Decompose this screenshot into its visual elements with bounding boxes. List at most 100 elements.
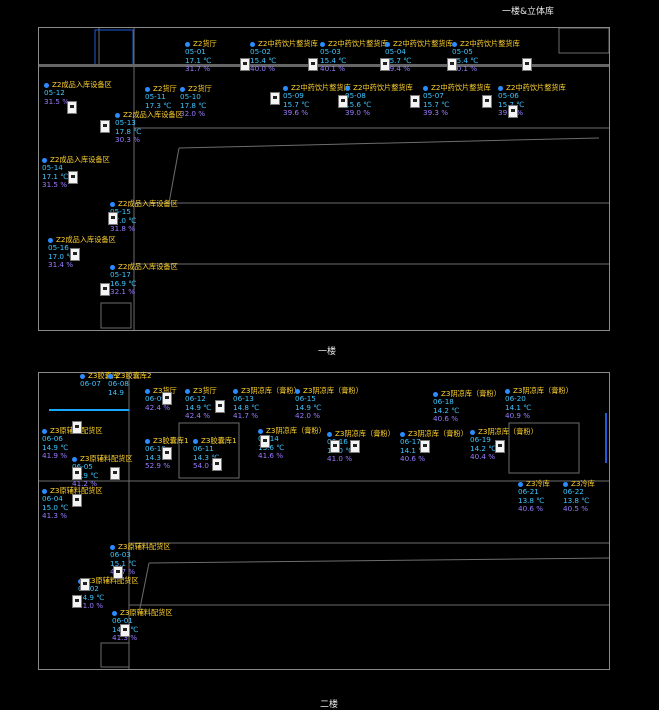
humidity-value: 40.4 % xyxy=(470,452,496,462)
humidity-value: 40.1 % xyxy=(452,64,478,74)
humidity-value: 40.6 % xyxy=(518,504,544,514)
sensor-device-icon[interactable] xyxy=(80,578,90,591)
sensor-code: 06-13 xyxy=(233,394,254,404)
sensor-device-icon[interactable] xyxy=(240,58,250,71)
sensor-device-icon[interactable] xyxy=(212,458,222,471)
temperature-value: 17.0 ℃ xyxy=(48,251,75,261)
temperature-value: 17.8 ℃ xyxy=(180,100,207,110)
humidity-value: 40.6 % xyxy=(433,414,459,424)
temperature-value: 15.7 ℃ xyxy=(385,55,412,65)
zone-name: Z2货厅 xyxy=(145,84,177,93)
sensor-device-icon[interactable] xyxy=(482,95,492,108)
sensor-device-icon[interactable] xyxy=(67,101,77,114)
sensor-code: 06-11 xyxy=(193,444,214,454)
zone-name: Z3冷库 xyxy=(518,479,550,488)
sensor-device-icon[interactable] xyxy=(100,120,110,133)
sensor-device-icon[interactable] xyxy=(70,248,80,261)
sensor-device-icon[interactable] xyxy=(68,171,78,184)
temperature-value: 13.8 ℃ xyxy=(518,495,545,505)
sensor-code: 06-19 xyxy=(470,435,491,445)
sensor-device-icon[interactable] xyxy=(338,95,348,108)
sensor-code: 05-02 xyxy=(250,47,271,57)
humidity-value: 41.0 % xyxy=(327,454,353,464)
sensor-device-icon[interactable] xyxy=(72,421,82,434)
sensor-device-icon[interactable] xyxy=(380,58,390,71)
sensor-device-icon[interactable] xyxy=(270,92,280,105)
sensor-device-icon[interactable] xyxy=(350,440,360,453)
sensor-device-icon[interactable] xyxy=(308,58,318,71)
sensor-code: 06-07 xyxy=(80,379,101,389)
humidity-value: 41.9 % xyxy=(42,451,68,461)
top-title: 一楼&立体库 xyxy=(502,7,555,17)
humidity-value: 31.7 % xyxy=(185,64,211,74)
zone-name: Z3胶囊库2 xyxy=(108,371,152,380)
humidity-value: 39.4 % xyxy=(385,64,411,74)
sensor-code: 06-17 xyxy=(400,437,421,447)
sensor-device-icon[interactable] xyxy=(260,435,270,448)
sensor-code: 05-10 xyxy=(180,92,201,102)
sensor-code: 05-06 xyxy=(498,91,519,101)
sensor-device-icon[interactable] xyxy=(330,440,340,453)
sensor-code: 06-15 xyxy=(295,394,316,404)
sensor-device-icon[interactable] xyxy=(162,447,172,460)
sensor-device-icon[interactable] xyxy=(110,467,120,480)
temperature-value: 16.9 ℃ xyxy=(110,278,137,288)
sensor-device-icon[interactable] xyxy=(120,624,130,637)
sensor-device-icon[interactable] xyxy=(522,58,532,71)
sensor-device-icon[interactable] xyxy=(108,212,118,225)
sensor-device-icon[interactable] xyxy=(410,95,420,108)
floor2-caption: 二楼 xyxy=(320,700,339,710)
sensor-device-icon[interactable] xyxy=(72,467,82,480)
sensor-device-icon[interactable] xyxy=(495,440,505,453)
sensor-device-icon[interactable] xyxy=(215,400,225,413)
sensor-device-icon[interactable] xyxy=(420,440,430,453)
humidity-value: 41.0 % xyxy=(78,601,104,611)
temperature-value: 14.2 ℃ xyxy=(433,405,460,415)
temperature-value: 14.9 xyxy=(108,387,125,397)
sensor-device-icon[interactable] xyxy=(72,595,82,608)
sensor-device-icon[interactable] xyxy=(162,392,172,405)
sensor-code: 05-04 xyxy=(385,47,406,57)
sensor-device-icon[interactable] xyxy=(113,566,123,579)
humidity-value: 30.3 % xyxy=(115,135,141,145)
sensor-code: 05-16 xyxy=(48,243,69,253)
sensor-device-icon[interactable] xyxy=(72,494,82,507)
temperature-value: 14.9 ℃ xyxy=(295,402,322,412)
sensor-device-icon[interactable] xyxy=(508,105,518,118)
floor-plan-1-lines xyxy=(39,28,609,330)
sensor-device-icon[interactable] xyxy=(100,283,110,296)
sensor-device-icon[interactable] xyxy=(447,58,457,71)
